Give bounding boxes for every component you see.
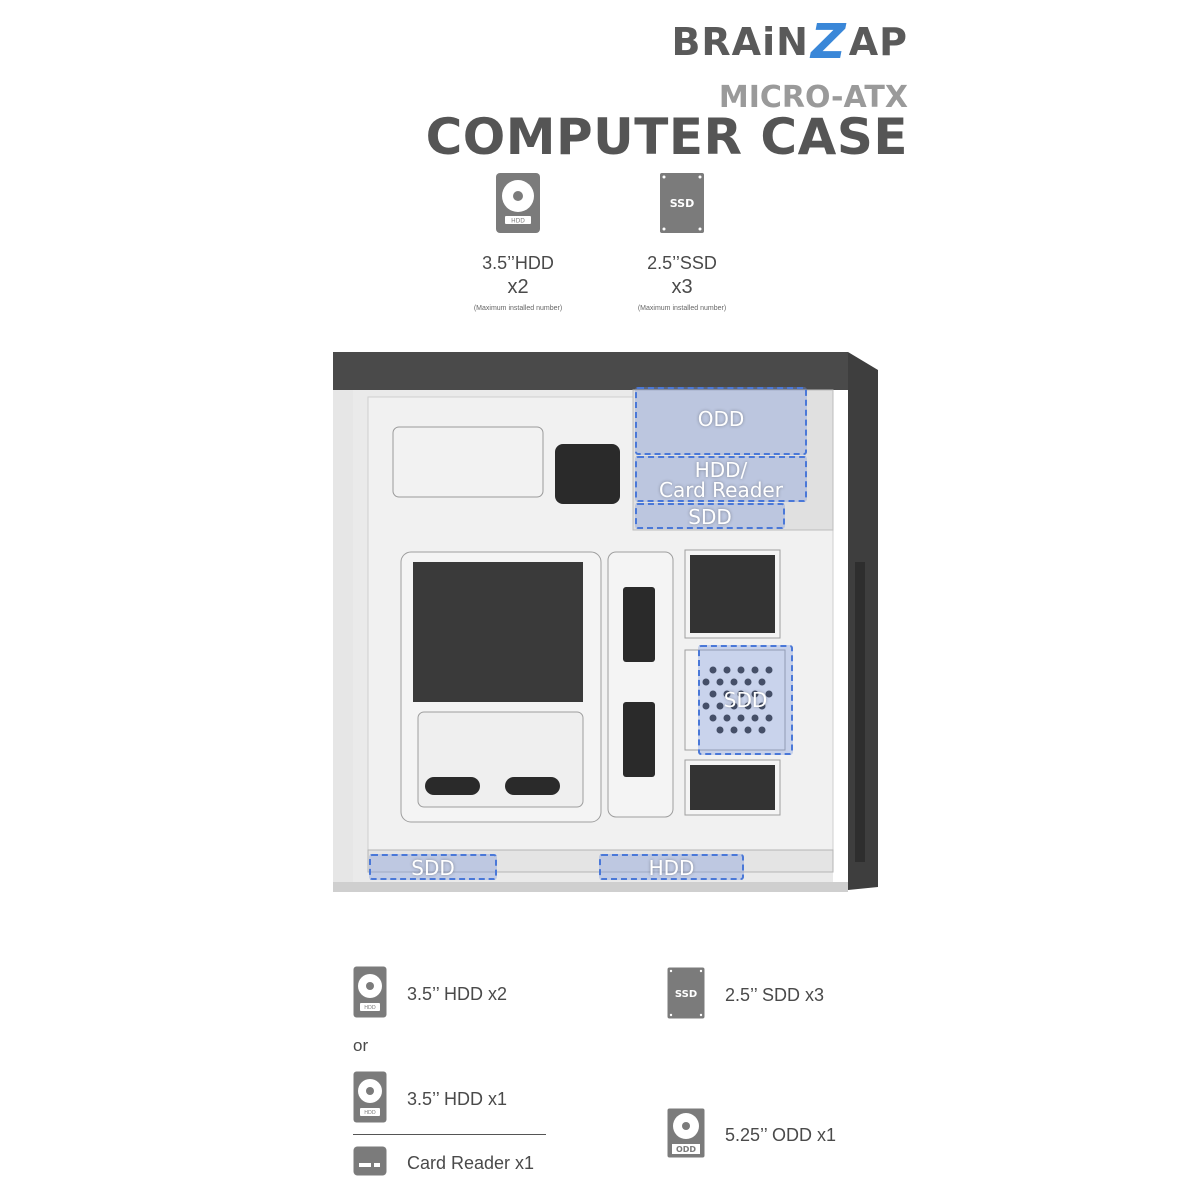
hdd-bottom-bay-highlight: HDD bbox=[599, 854, 744, 880]
sdd-mid-label: SDD bbox=[723, 688, 768, 712]
odd-bay-highlight: ODD bbox=[635, 387, 807, 455]
brand-suffix: AP bbox=[848, 20, 908, 64]
sdd-top-label: SDD bbox=[688, 505, 732, 529]
hdd-bottom-label: HDD bbox=[648, 856, 695, 880]
product-title: COMPUTER CASE bbox=[425, 108, 908, 166]
spec-card-reader-text: Card Reader x1 bbox=[407, 1153, 535, 1173]
hdd-card-reader-label-line1: HDD/ bbox=[694, 458, 748, 482]
computer-case-illustration: ODD HDD/ Card Reader SDD SDD SDD HDD bbox=[333, 352, 878, 912]
sdd-bottom-bay-highlight: SDD bbox=[369, 854, 497, 880]
svg-text:HDD: HDD bbox=[511, 218, 525, 225]
hdd-card-reader-bay-highlight: HDD/ Card Reader bbox=[635, 456, 807, 502]
spec-odd-x1-text: 5.25’’ ODD x1 bbox=[725, 1125, 837, 1145]
spec-hdd-x1-text: 3.5’’ HDD x1 bbox=[407, 1089, 508, 1109]
svg-text:ODD: ODD bbox=[676, 1145, 696, 1154]
spec-hdd-x2-text: 3.5’’ HDD x2 bbox=[407, 984, 508, 1004]
svg-text:HDD: HDD bbox=[364, 1110, 376, 1116]
spec-hdd-x1: HDD 3.5’’ HDD x1 bbox=[353, 1071, 507, 1128]
ssd-icon: SSD bbox=[667, 967, 705, 1024]
svg-text:SSD: SSD bbox=[670, 197, 694, 210]
spec-divider bbox=[353, 1134, 546, 1135]
spec-card-reader: Card Reader x1 bbox=[353, 1146, 534, 1181]
ssd-icon: SSD bbox=[602, 172, 762, 239]
svg-text:HDD: HDD bbox=[364, 1005, 376, 1011]
sdd-top-bay-highlight: SDD bbox=[635, 503, 785, 529]
top-spec-ssd-label: 2.5’’SSD bbox=[647, 253, 717, 273]
product-subtitle: MICRO-ATX bbox=[718, 80, 908, 115]
top-spec-ssd-note: (Maximum installed number) bbox=[637, 305, 727, 312]
brand-z: Z bbox=[810, 14, 847, 70]
hdd-icon: HDD bbox=[353, 1071, 387, 1128]
card-reader-icon bbox=[353, 1146, 387, 1181]
spec-odd-x1: ODD 5.25’’ ODD x1 bbox=[667, 1108, 836, 1163]
sdd-bottom-label: SDD bbox=[411, 856, 455, 880]
hdd-icon: HDD bbox=[438, 172, 598, 239]
odd-bay-label: ODD bbox=[697, 407, 745, 431]
sdd-mid-bay-highlight: SDD bbox=[698, 645, 793, 755]
odd-icon: ODD bbox=[667, 1108, 705, 1163]
top-spec-hdd-note: (Maximum installed number) bbox=[473, 305, 563, 312]
spec-or-separator: or bbox=[353, 1036, 369, 1055]
brand-prefix: BRAiN bbox=[671, 20, 809, 64]
top-spec-ssd-count: x3 bbox=[671, 276, 693, 298]
spec-hdd-x2: HDD 3.5’’ HDD x2 bbox=[353, 966, 507, 1023]
hdd-icon: HDD bbox=[353, 966, 387, 1023]
top-spec-ssd: SSD 2.5’’SSD x3 (Maximum installed numbe… bbox=[602, 172, 762, 312]
svg-text:SSD: SSD bbox=[675, 989, 697, 1000]
hdd-card-reader-label-line2: Card Reader bbox=[659, 478, 783, 502]
top-spec-hdd-label: 3.5’’HDD bbox=[482, 253, 554, 273]
top-spec-hdd-count: x2 bbox=[507, 276, 529, 298]
spec-sdd-x3-text: 2.5’’ SDD x3 bbox=[725, 985, 825, 1005]
top-spec-hdd: HDD 3.5’’HDD x2 (Maximum installed numbe… bbox=[438, 172, 598, 312]
spec-sdd-x3: SSD 2.5’’ SDD x3 bbox=[667, 967, 824, 1024]
